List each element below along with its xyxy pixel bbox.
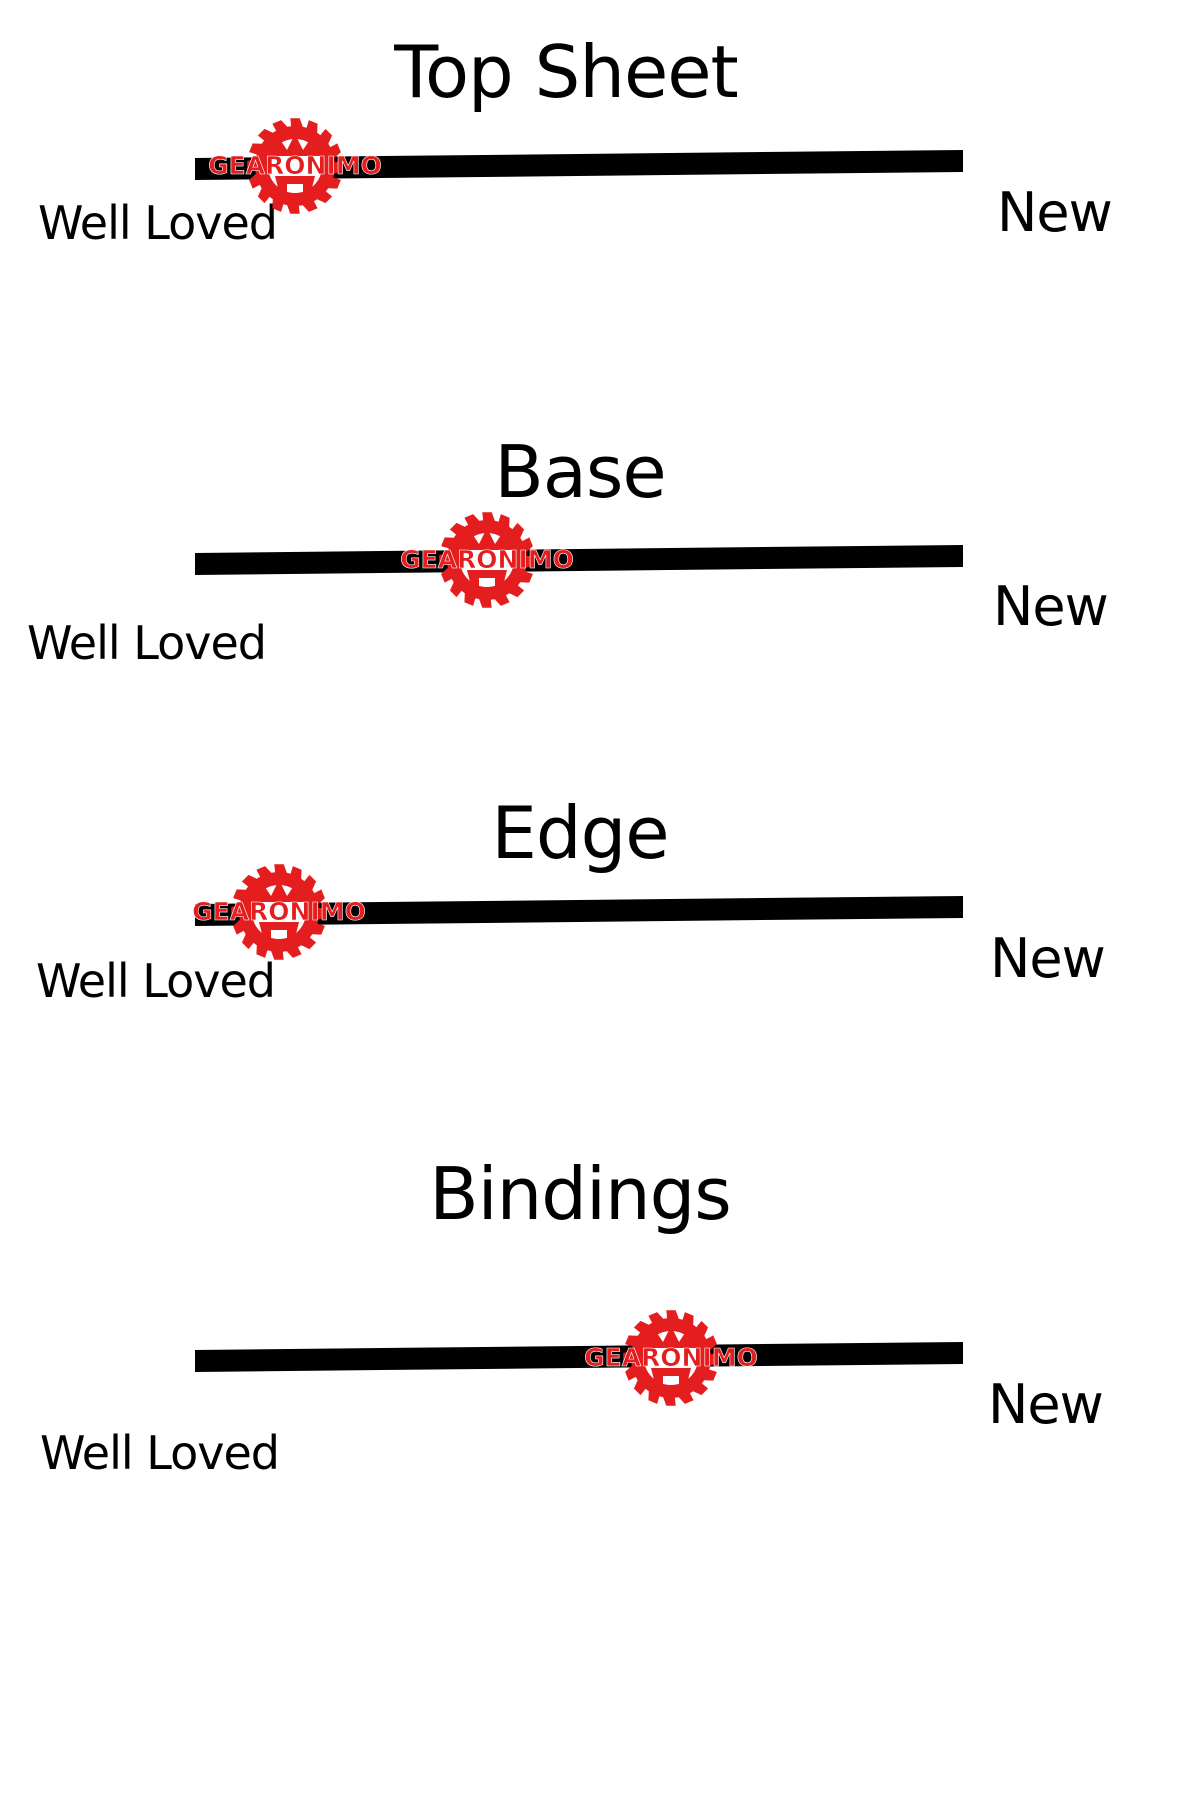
rating-title: Base	[494, 430, 666, 514]
mountain-icon	[645, 1326, 698, 1348]
gearonimo-logo: GEARONIMO	[584, 1310, 758, 1406]
brand-wordmark: GEARONIMO	[193, 897, 367, 926]
scale-right-label: New	[988, 1373, 1104, 1436]
rating-marker: GEARONIMO	[571, 1308, 771, 1418]
rating-title: Bindings	[429, 1152, 732, 1236]
mountain-icon	[253, 880, 306, 902]
rating-title: Edge	[491, 791, 669, 875]
scale-left-label: Well Loved	[36, 954, 276, 1008]
scale-left-label: Well Loved	[27, 616, 267, 670]
gearonimo-logo: GEARONIMO	[400, 512, 574, 608]
rating-marker: GEARONIMO	[179, 862, 379, 972]
mountain-icon	[460, 528, 513, 550]
scale-right-label: New	[997, 181, 1113, 244]
scale-left-label: Well Loved	[38, 196, 278, 250]
brand-wordmark: GEARONIMO	[400, 545, 574, 574]
gearonimo-logo: GEARONIMO	[192, 864, 367, 960]
brand-wordmark: GEARONIMO	[208, 151, 382, 180]
gearonimo-logo: GEARONIMO	[208, 118, 382, 214]
scale-right-label: New	[993, 575, 1109, 638]
scale-right-label: New	[990, 927, 1106, 990]
scale-left-label: Well Loved	[40, 1426, 280, 1480]
rating-marker: GEARONIMO	[387, 510, 587, 620]
rating-marker: GEARONIMO	[195, 116, 395, 226]
brand-wordmark: GEARONIMO	[584, 1343, 758, 1372]
mountain-icon	[268, 134, 321, 156]
rating-title: Top Sheet	[394, 30, 739, 114]
